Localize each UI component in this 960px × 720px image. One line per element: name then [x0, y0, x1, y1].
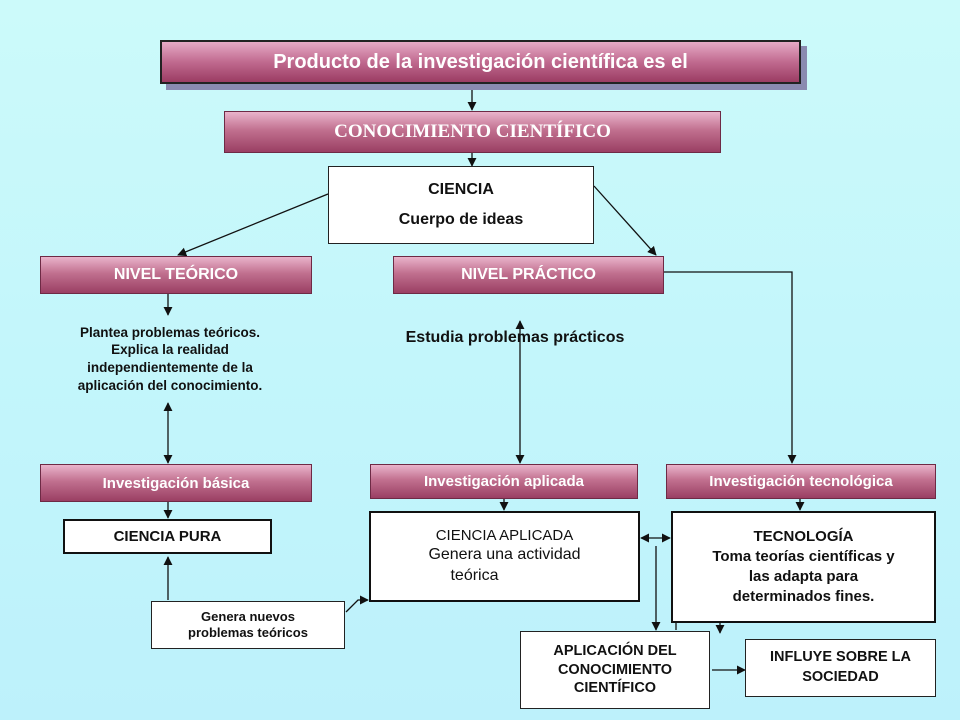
conocimiento-box: CONOCIMIENTO CIENTÍFICO	[224, 111, 721, 153]
conocimiento-text: CONOCIMIENTO CIENTÍFICO	[334, 121, 611, 142]
inv-aplicada-box: Investigación aplicada	[370, 464, 638, 499]
inv-tecnologica-box: Investigación tecnológica	[666, 464, 936, 499]
genera-nuevos-box: Genera nuevos problemas teóricos	[151, 601, 345, 649]
ciencia-aplicada-box: CIENCIA APLICADA Genera una actividad te…	[369, 511, 640, 602]
title-banner: Producto de la investigación científica …	[160, 40, 801, 84]
nivel-practico-box: NIVEL PRÁCTICO	[393, 256, 664, 294]
practico-description: Estudia problemas prácticos	[405, 329, 625, 346]
title-text: Producto de la investigación científica …	[273, 50, 688, 73]
nivel-practico-text: NIVEL PRÁCTICO	[461, 266, 596, 283]
ciencia-pura-box: CIENCIA PURA	[63, 519, 272, 554]
ciencia-subtitle: Cuerpo de ideas	[398, 211, 524, 228]
aplicacion-box: APLICACIÓN DEL CONOCIMIENTO CIENTÍFICO	[520, 631, 710, 709]
influye-box: INFLUYE SOBRE LA SOCIEDAD	[745, 639, 936, 697]
inv-basica-box: Investigación básica	[40, 464, 312, 502]
nivel-teorico-box: NIVEL TEÓRICO	[40, 256, 312, 294]
arrow-ciencia-to-practico	[593, 185, 657, 256]
arrow-practico-to-tecnologica	[664, 271, 797, 464]
tecnologia-box: TECNOLOGÍA Toma teorías científicas y la…	[671, 511, 936, 623]
arrow-genera-to-cienciaaplicada	[345, 595, 369, 613]
ciencia-box: CIENCIA Cuerpo de ideas	[328, 166, 594, 244]
ciencia-title: CIENCIA	[428, 180, 494, 198]
nivel-teorico-text: NIVEL TEÓRICO	[113, 266, 239, 283]
arrow-ciencia-to-teorico	[177, 193, 329, 257]
teorico-description: Plantea problemas teóricos. Explica la r…	[77, 324, 263, 393]
